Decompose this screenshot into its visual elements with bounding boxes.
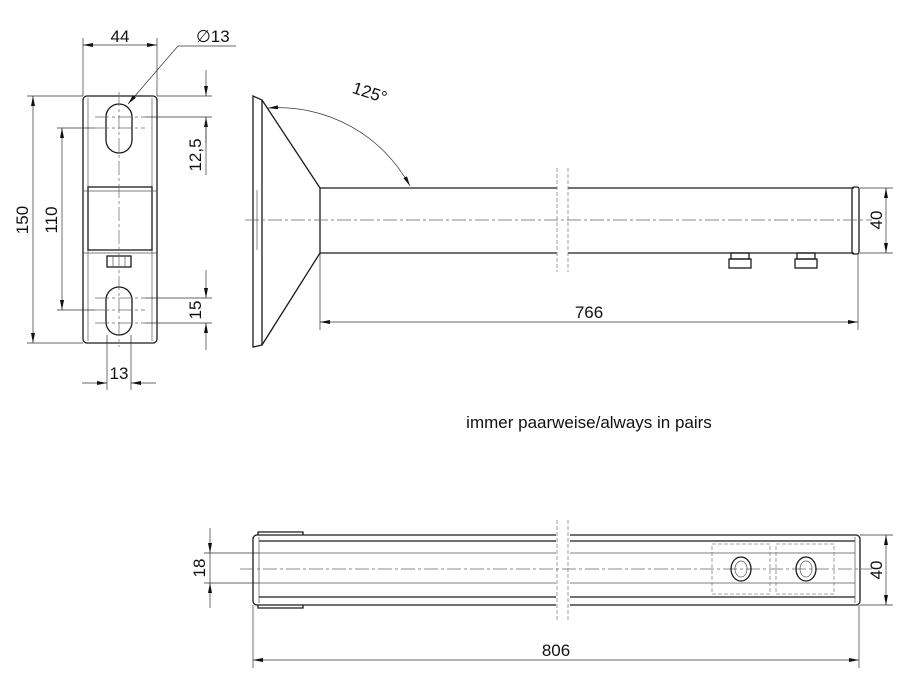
top-dimensions: 18 40 806 [190, 528, 893, 668]
dim-slot-length: 15 [186, 301, 205, 320]
dim-total-length: 806 [542, 641, 570, 660]
dim-arm-height-top: 40 [867, 561, 886, 580]
dim-slot-spacing: 110 [42, 206, 61, 233]
dim-slot-width: 13 [110, 364, 129, 383]
bolt-icon [794, 252, 818, 269]
dim-arm-height-side: 40 [867, 211, 886, 230]
dim-front-width: 44 [111, 27, 130, 46]
dim-arm-length: 766 [575, 303, 603, 322]
top-view [240, 520, 872, 620]
bolt-head-icon [730, 556, 752, 582]
front-view [82, 92, 158, 347]
side-view [245, 94, 872, 348]
pairs-note: immer paarweise/always in pairs [466, 413, 712, 432]
dim-arm-width-top: 18 [190, 559, 209, 578]
dim-flange-angle: 125° [350, 78, 389, 107]
bolt-icon [728, 252, 752, 269]
front-dimensions: 44 ∅13 150 110 12,5 15 13 [13, 27, 236, 390]
bolt-head-icon [795, 556, 817, 582]
side-dimensions: 125° 40 766 [267, 78, 893, 330]
dim-front-height: 150 [13, 206, 32, 234]
dim-hole-diameter: ∅13 [196, 27, 230, 46]
dim-slot-offset: 12,5 [186, 138, 205, 171]
